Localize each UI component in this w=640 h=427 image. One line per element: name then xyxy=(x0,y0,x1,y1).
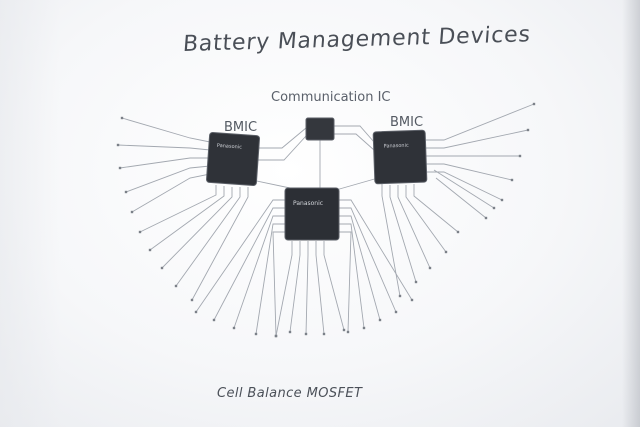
main-controller-chip: Panasonic xyxy=(284,187,340,241)
wire xyxy=(233,215,285,329)
wire xyxy=(435,177,487,219)
communication-ic-chip xyxy=(305,117,335,141)
terminal-dot xyxy=(288,330,292,334)
terminal-dot xyxy=(160,266,164,270)
wire xyxy=(131,173,211,213)
right-edge-shadow xyxy=(622,0,640,427)
wire xyxy=(161,187,233,269)
bmic-left-chip: Panasonic xyxy=(206,132,260,186)
wire xyxy=(339,231,352,333)
terminal-dot xyxy=(116,143,120,147)
wire xyxy=(275,241,293,337)
terminal-dot xyxy=(304,332,308,336)
wire xyxy=(195,199,285,313)
terminal-dot xyxy=(362,326,366,330)
terminal-dot xyxy=(456,230,460,234)
wire xyxy=(258,135,307,161)
wire xyxy=(255,223,285,335)
terminal-dot xyxy=(174,284,178,288)
wire xyxy=(251,179,291,189)
terminal-dot xyxy=(484,216,488,220)
terminal-dot xyxy=(526,128,530,132)
wire xyxy=(426,171,503,201)
terminal-dot xyxy=(414,280,418,284)
wire xyxy=(335,177,379,191)
terminal-dot xyxy=(190,298,194,302)
wire xyxy=(119,157,210,169)
terminal-dot xyxy=(394,310,398,314)
wire xyxy=(139,185,217,233)
wire xyxy=(381,184,401,297)
terminal-dot xyxy=(232,326,236,330)
wire xyxy=(175,187,241,287)
terminal-dot xyxy=(124,190,128,194)
terminal-dot xyxy=(492,206,496,210)
wire xyxy=(125,165,211,193)
wire xyxy=(339,215,381,321)
wire xyxy=(305,241,309,335)
wire xyxy=(339,199,413,301)
wire xyxy=(334,133,375,151)
bmic-right-brand: Panasonic xyxy=(384,143,410,150)
terminal-dot xyxy=(118,166,122,170)
terminal-dots xyxy=(116,102,536,338)
terminal-dot xyxy=(130,210,134,214)
wire xyxy=(389,185,417,283)
terminal-dot xyxy=(322,332,326,336)
wire xyxy=(315,241,325,335)
wire xyxy=(191,187,249,301)
wire xyxy=(213,207,285,321)
wire xyxy=(426,163,513,181)
bmic-right-label: BMIC xyxy=(390,115,424,130)
terminal-dot xyxy=(500,198,504,202)
wire xyxy=(121,117,211,143)
terminal-dot xyxy=(342,328,346,332)
wire xyxy=(426,129,529,149)
wire xyxy=(426,103,535,141)
terminal-dot xyxy=(274,334,278,338)
terminal-dot xyxy=(194,310,198,314)
main-chip-brand: Panasonic xyxy=(293,200,323,207)
wire xyxy=(397,185,431,269)
wire xyxy=(339,207,397,313)
terminal-dot xyxy=(148,248,152,252)
communication-ic-label: Communication IC xyxy=(271,90,391,105)
wire xyxy=(405,185,447,253)
wire xyxy=(289,241,301,333)
left-vignette xyxy=(0,0,60,427)
bmic-left-label: BMIC xyxy=(224,120,258,135)
terminal-dot xyxy=(378,318,382,322)
terminal-dot xyxy=(532,102,536,106)
terminal-dot xyxy=(410,298,414,302)
terminal-dot xyxy=(120,116,124,120)
wiring-lines xyxy=(117,103,535,337)
terminal-dot xyxy=(398,294,402,298)
wire xyxy=(339,223,365,329)
terminal-dot xyxy=(212,318,216,322)
cell-balance-mosfet-label: Cell Balance MOSFET xyxy=(217,386,363,401)
wire xyxy=(258,127,307,149)
terminal-dot xyxy=(510,178,514,182)
wire xyxy=(334,125,375,143)
bmic-left-brand: Panasonic xyxy=(217,143,243,151)
wire xyxy=(323,241,345,331)
terminal-dot xyxy=(444,250,448,254)
terminal-dot xyxy=(138,230,142,234)
wire xyxy=(272,231,285,337)
wire xyxy=(413,184,459,233)
wire xyxy=(117,144,211,151)
terminal-dot xyxy=(346,330,350,334)
terminal-dot xyxy=(254,332,258,336)
bmic-right-chip: Panasonic xyxy=(372,129,428,185)
wire xyxy=(149,186,225,251)
wire xyxy=(433,169,495,209)
terminal-dot xyxy=(518,154,522,158)
terminal-dot xyxy=(428,266,432,270)
